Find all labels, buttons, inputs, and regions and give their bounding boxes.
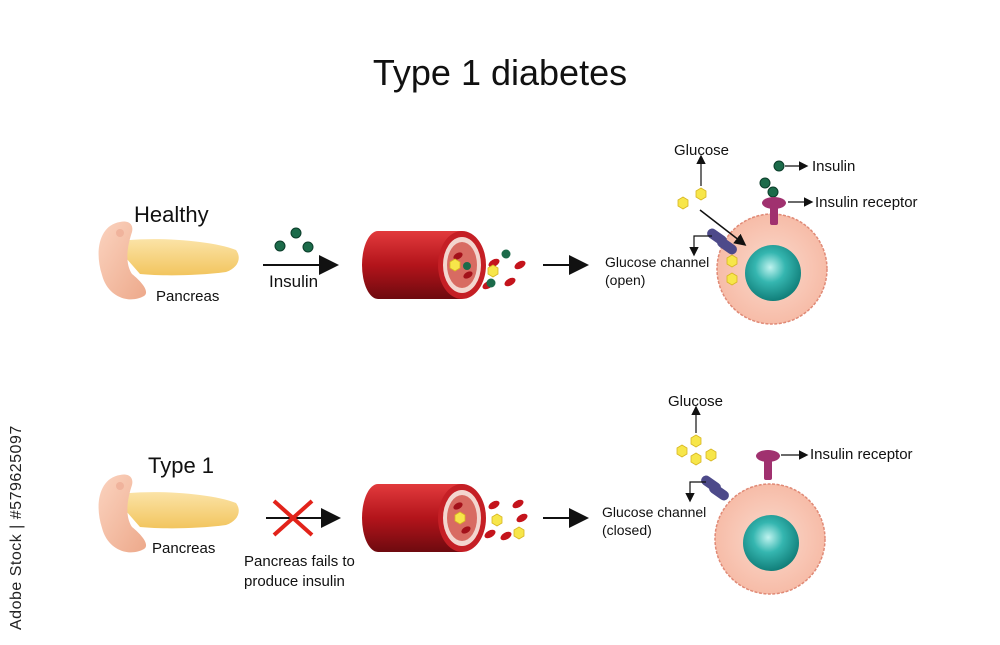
channel-label-healthy-line1: Glucose channel	[605, 254, 710, 270]
receptor-label-healthy: Insulin receptor	[815, 194, 918, 211]
channel-pointer-type1	[685, 481, 706, 503]
insulin-receptor-type1	[756, 450, 780, 480]
diagram-title: Type 1 diabetes	[372, 52, 628, 93]
insulin-label: Insulin	[812, 158, 856, 175]
pancreas-label-type1: Pancreas	[152, 540, 216, 557]
fail-label-line2: produce insulin	[244, 573, 345, 590]
glucose-channel-closed	[701, 475, 729, 501]
stock-watermark: Adobe Stock | #579625097	[8, 425, 25, 630]
channel-label-type1-line1: Glucose channel	[602, 504, 707, 520]
pancreas-healthy	[98, 221, 239, 300]
receptor-label-type1: Insulin receptor	[810, 446, 913, 463]
insulin-arrow-label: Insulin	[269, 272, 319, 291]
cell-type1	[714, 483, 826, 595]
channel-label-healthy: Glucose channel (open)	[605, 253, 709, 289]
cell-healthy	[716, 213, 828, 325]
glucose-molecules-healthy	[677, 187, 738, 286]
channel-pointer-healthy	[689, 235, 712, 257]
fail-label-line1: Pancreas fails to	[244, 553, 355, 570]
glucose-channel-open	[707, 228, 737, 255]
channel-label-healthy-line2: (open)	[605, 272, 646, 288]
channel-label-type1: Glucose channel (closed)	[602, 503, 706, 539]
glucose-label-healthy: Glucose	[674, 142, 730, 159]
glucose-label-type1: Glucose	[668, 393, 724, 410]
blood-vessel-type1	[362, 484, 528, 552]
glucose-molecules-type1	[676, 434, 717, 466]
insulin-molecules-arrow	[274, 227, 314, 253]
blood-vessel-healthy	[362, 231, 526, 299]
glucose-entry-arrow	[699, 209, 747, 246]
healthy-heading: Healthy	[134, 202, 209, 227]
channel-label-type1-line2: (closed)	[602, 522, 652, 538]
type1-heading: Type 1	[148, 453, 215, 478]
blocked-x-icon	[272, 499, 314, 537]
fail-label: Pancreas fails to produce insulin	[244, 552, 355, 592]
pancreas-label-healthy: Pancreas	[156, 288, 220, 305]
insulin-receptor-healthy	[759, 160, 786, 225]
pancreas-type1	[98, 474, 239, 553]
